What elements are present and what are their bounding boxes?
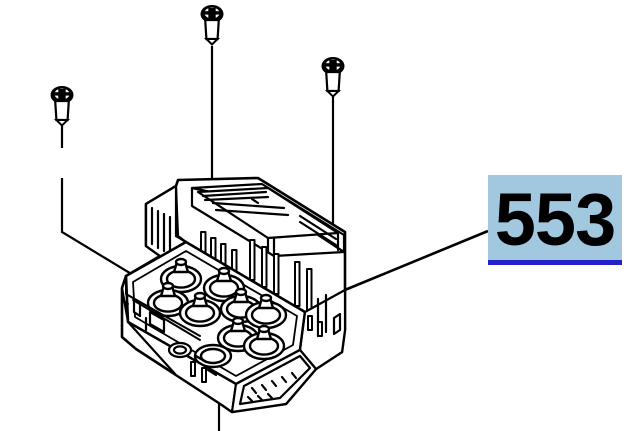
fasteners-group xyxy=(50,5,345,127)
screw-top-right xyxy=(321,57,345,98)
mid-ledge-lines xyxy=(121,282,201,341)
damper-port-seats xyxy=(146,257,288,369)
port-seat xyxy=(146,281,190,318)
callout-underline xyxy=(488,260,622,265)
screw-left xyxy=(50,86,74,127)
callout-leader-line xyxy=(339,229,489,294)
port-seat xyxy=(242,324,286,361)
port-seat xyxy=(159,257,203,294)
screw-top-center xyxy=(200,5,224,46)
part-number-callout[interactable]: 553 xyxy=(488,175,622,265)
port-seat xyxy=(202,266,246,303)
screw-left-guide-line-solid xyxy=(60,178,144,282)
port-seat xyxy=(244,293,288,330)
bottom-front-flange-bar xyxy=(230,348,318,414)
mount-lugs xyxy=(190,315,323,383)
printhead-ink-manifold-assembly xyxy=(120,176,347,414)
left-front-skirt xyxy=(120,274,238,414)
port-seat xyxy=(178,291,222,328)
top-deck-inner-edge xyxy=(132,250,298,377)
part-number-text: 553 xyxy=(494,178,616,261)
